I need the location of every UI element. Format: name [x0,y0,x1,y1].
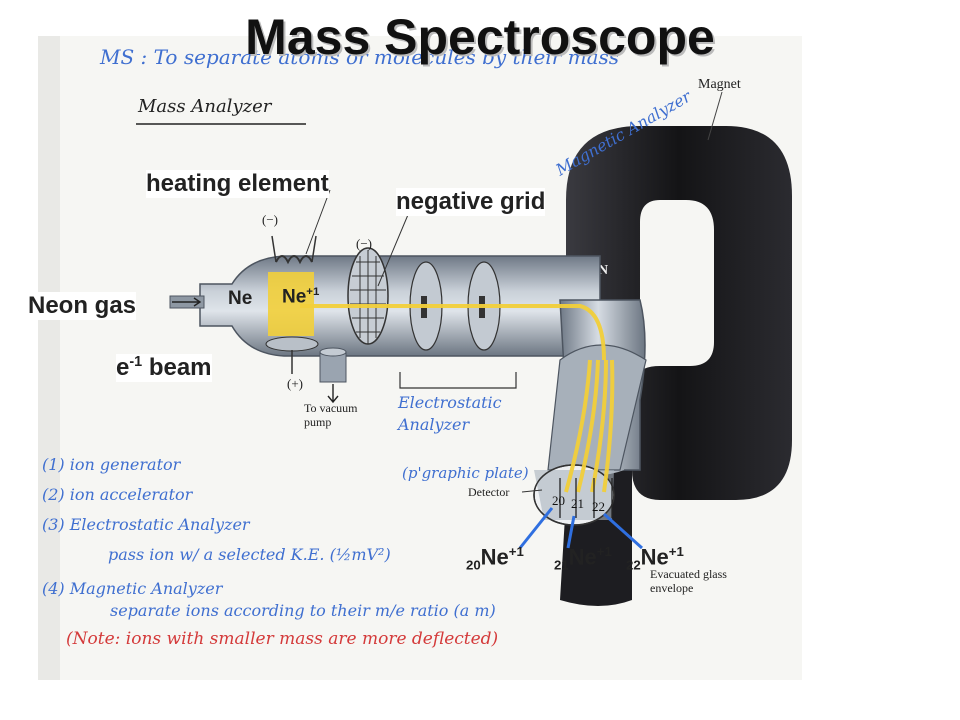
note-step-1: (1) ion generator [42,455,182,474]
magnet-leader [707,91,723,141]
vacuum-port [319,351,347,383]
magnet-label: Magnet [698,77,741,92]
isotope-20-charge: +1 [508,544,524,559]
detector-label: Detector [468,485,509,499]
grid-leader [377,209,411,287]
electron-beam-label: e-1 beam [116,354,212,382]
ne-ion-label: Ne+1 [282,286,319,308]
inlet-arrow [172,297,202,307]
heating-element-label: heating element [146,170,329,198]
slide-title: Mass Spectroscope [245,9,715,65]
plus-label: (+) [287,376,303,391]
isotope-21-charge: +1 [596,544,612,559]
ion-beam [300,304,615,493]
cell-22: 22 [592,499,605,514]
negative-grid [347,247,389,345]
isotope-22-charge: +1 [668,544,684,559]
beam-base: e [116,354,130,381]
minus-grid: (−) [356,236,372,251]
north-pole-label: N [598,263,608,278]
ne-atom-label: Ne [228,288,253,309]
isotope-pointers [518,507,644,550]
note-photo-plate: (p'graphic plate) [402,464,529,482]
isotope-label-20: 20Ne+1 [466,544,524,573]
beam-charge: -1 [129,354,143,370]
ne-ion-charge: +1 [306,286,320,298]
note-step-2: (2) ion accelerator [42,485,194,504]
isotope-21-mass: 21 [554,557,569,573]
isotope-22-mass: 22 [626,557,641,573]
minus-top: (−) [262,212,278,227]
anode-plate [265,336,319,352]
note-warning: (Note: ions with smaller mass are more d… [66,629,498,649]
isotope-22-base: Ne [640,544,669,570]
isotope-20-mass: 20 [466,557,481,573]
negative-grid-label: negative grid [396,188,546,216]
note-step-3b: pass ion w/ a selected K.E. (½mV²) [108,545,391,564]
beam-suffix: beam [142,354,212,381]
isotope-label-21: 21Ne+1 [554,544,612,573]
note-step-4b: separate ions according to their m/e rat… [110,601,496,620]
isotope-label-22: 22Ne+1 [626,544,684,573]
note-step-3: (3) Electrostatic Analyzer [42,515,251,534]
isotope-21-base: Ne [568,544,597,570]
neon-gas-label: Neon gas [28,292,137,320]
detector-cells: 20 21 22 [552,478,613,518]
ne-ion-base: Ne [282,286,307,308]
note-step-4: (4) Magnetic Analyzer [42,579,224,598]
note-ms: MS : To separate atoms or molecules by t… [99,45,619,69]
cell-20: 20 [552,493,565,508]
heating-leader [305,189,331,255]
cell-21: 21 [571,496,584,511]
isotope-20-base: Ne [480,544,509,570]
note-analyzer-title: Mass Analyzer [137,96,273,117]
filament [271,235,317,265]
scan-margin [38,36,60,680]
